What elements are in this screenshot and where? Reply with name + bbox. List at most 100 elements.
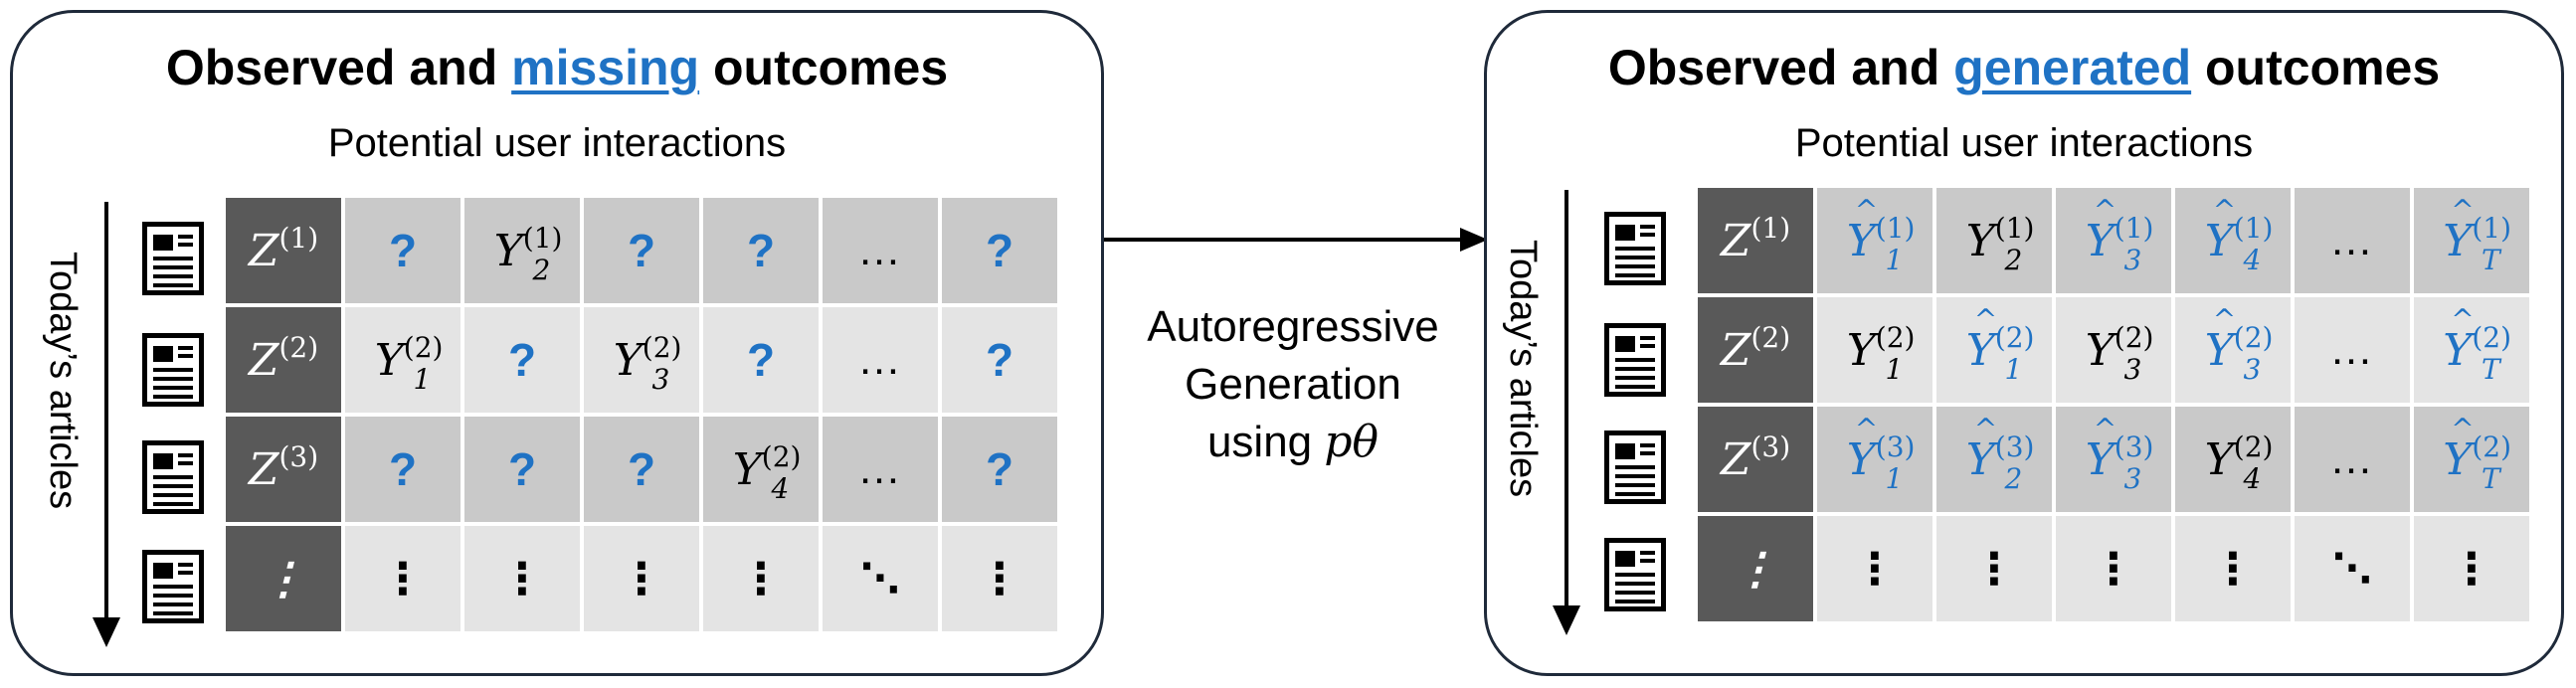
vertical-ellipsis: ⋮ (381, 554, 425, 603)
y-base: Y (1966, 413, 1998, 485)
label-line-2: Generation (1185, 360, 1401, 409)
y-subscript: 3 (2123, 243, 2142, 276)
missing-outcome-cell: ? (942, 307, 1057, 413)
z-symbol: Z(2) (1721, 321, 1790, 376)
outcome-matrix: Z(1)Y(1)1Y(1)2Y(1)3Y(1)4…Y(1)TZ(2)Y(2)1Y… (1698, 188, 2529, 621)
y-superscript: (1) (2233, 211, 2274, 245)
generated-y-hat-symbol: Y(3)3 (2086, 413, 2154, 495)
title-highlight: generated (1953, 40, 2192, 95)
y-subscript: 4 (771, 471, 790, 505)
generated-outcome-cell: Y(1)3 (2056, 188, 2171, 293)
y-superscript: (2) (761, 439, 802, 473)
vertical-ellipsis: ⋮ (1972, 544, 2016, 594)
y-superscript: (1) (1994, 211, 2035, 245)
z-superscript: (2) (278, 330, 319, 364)
z-symbol: Z(3) (249, 440, 318, 495)
generated-outcome-cell: Y(2)1 (1936, 297, 2052, 403)
article-feature-cell: Z(1) (226, 198, 341, 303)
generated-outcome-cell: Y(3)2 (1936, 407, 2052, 512)
z-base: Z (248, 334, 279, 386)
generated-outcome-cell: Y(1)T (2414, 188, 2529, 293)
document-icon (142, 222, 204, 295)
y-superscript: (2) (2233, 430, 2274, 463)
y-base: Y (1966, 303, 1998, 376)
generated-y-hat-symbol: Y(1)1 (1847, 194, 1916, 276)
z-symbol: Z(1) (1721, 212, 1790, 266)
missing-outcome-cell: ? (345, 198, 460, 303)
y-subscript: 4 (2243, 243, 2262, 276)
y-superscript: (2) (2472, 320, 2512, 354)
vertical-ellipsis: ⋮ (262, 553, 305, 604)
panel-subtitle: Potential user interactions (327, 121, 787, 165)
missing-marker: ? (507, 443, 537, 495)
article-feature-cell: ⋮ (226, 526, 341, 631)
y-superscript: (1) (2472, 211, 2512, 245)
article-feature-cell: Z(2) (226, 307, 341, 413)
y-base: Y (374, 334, 404, 386)
vertical-ellipsis: ⋮ (978, 554, 1021, 603)
y-base: Y (1846, 324, 1876, 376)
observed-outcome-cell: Y(2)1 (1817, 297, 1932, 403)
z-base: Z (248, 225, 279, 276)
axis-arrow-line (1564, 190, 1568, 607)
z-symbol: Z(1) (248, 222, 318, 276)
missing-marker: ? (985, 334, 1014, 386)
missing-marker: ? (627, 443, 656, 495)
y-base: Y (2204, 433, 2234, 485)
title-suffix: outcomes (699, 40, 949, 95)
y-superscript: (2) (2114, 320, 2154, 354)
y-subscript: 2 (2004, 461, 2023, 495)
article-feature-cell: Z(3) (226, 417, 341, 522)
y-base: Y (2443, 303, 2475, 376)
y-base: Y (732, 443, 762, 495)
missing-marker: ? (746, 334, 776, 386)
generated-outcome-cell: Y(2)3 (2175, 297, 2291, 403)
generation-label: Autoregressive Generation using pθ (1109, 298, 1477, 471)
missing-outcome-cell: ? (584, 198, 699, 303)
generation-arrow-head (1460, 228, 1488, 252)
y-subscript: 2 (532, 253, 551, 286)
document-icon (1604, 430, 1666, 504)
generated-y-hat-symbol: Y(1)4 (2205, 194, 2274, 276)
outcome-matrix: Z(1)?Y(1)2??…?Z(2)Y(2)1?Y(2)3?…?Z(3)???Y… (226, 198, 1057, 631)
y-base: Y (2205, 194, 2237, 266)
y-base: Y (493, 225, 523, 276)
generated-y-hat-symbol: Y(1)T (2443, 194, 2511, 276)
generated-outcome-cell: Y(1)4 (2175, 188, 2291, 293)
missing-marker: ? (507, 334, 537, 386)
y-subscript: 2 (2004, 243, 2023, 276)
missing-marker: ? (388, 225, 418, 276)
y-base: Y (2086, 413, 2117, 485)
observed-outcome-cell: Y(2)4 (2175, 407, 2291, 512)
missing-outcome-cell: ? (703, 307, 819, 413)
y-superscript: (2) (2233, 320, 2274, 354)
z-base: Z (1720, 433, 1751, 485)
generated-outcome-cell: Y(2)T (2414, 407, 2529, 512)
matrix-cell: … (2295, 407, 2410, 512)
vertical-ellipsis: ⋮ (739, 554, 783, 603)
panel-title: Observed and missing outcomes (13, 33, 1101, 102)
generated-outcome-cell: Y(3)3 (2056, 407, 2171, 512)
observed-y-symbol: Y(2)1 (1846, 321, 1916, 386)
generated-outcome-cell: Y(2)T (2414, 297, 2529, 403)
matrix-cell: … (823, 307, 938, 413)
y-superscript: (3) (1994, 430, 2035, 463)
observed-outcome-cell: Y(2)1 (345, 307, 460, 413)
y-superscript: (1) (522, 221, 563, 255)
missing-marker: ? (627, 225, 656, 276)
observed-y-symbol: Y(2)4 (732, 440, 802, 505)
observed-y-symbol: Y(1)2 (493, 222, 563, 286)
generated-y-hat-symbol: Y(2)T (2443, 413, 2511, 495)
observed-y-symbol: Y(1)2 (1966, 212, 2035, 276)
matrix-cell: ⋮ (1936, 516, 2052, 621)
missing-marker: ? (388, 443, 418, 495)
title-prefix: Observed and (165, 40, 512, 95)
y-superscript: (2) (642, 330, 682, 364)
matrix-cell: … (2295, 297, 2410, 403)
article-feature-cell: Z(2) (1698, 297, 1813, 403)
generated-outcome-cell: Y(1)1 (1817, 188, 1932, 293)
observed-outcome-cell: Y(2)3 (2056, 297, 2171, 403)
matrix-cell: ⋮ (584, 526, 699, 631)
vertical-ellipsis: ⋮ (620, 554, 663, 603)
y-subscript: 1 (1885, 352, 1904, 386)
